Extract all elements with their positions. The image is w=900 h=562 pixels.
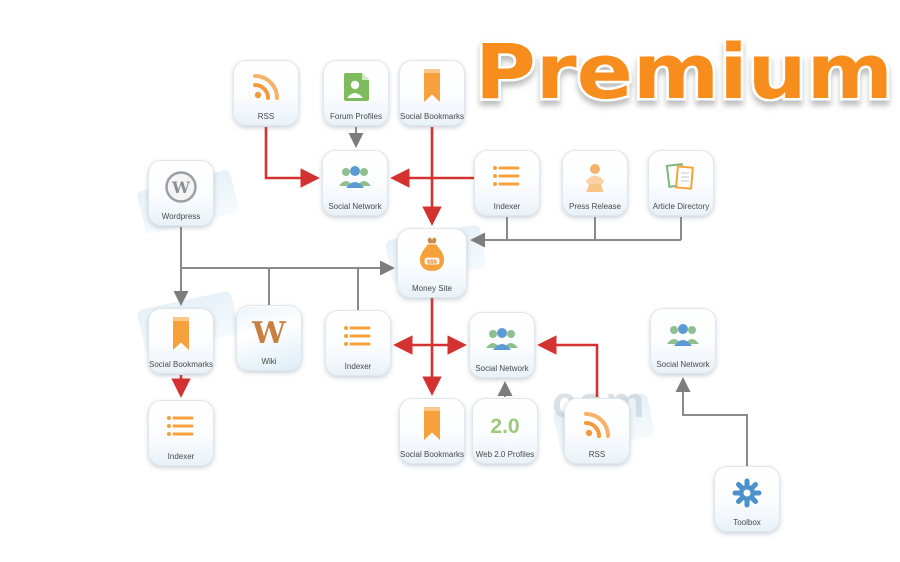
node-label: Press Release [568, 202, 622, 211]
node-label: Article Directory [652, 202, 710, 211]
node-toolbox: Toolbox [714, 466, 780, 532]
node-label: Social Bookmarks [148, 360, 214, 369]
node-label: Forum Profiles [329, 112, 382, 121]
node-social-bookmarks-top: Social Bookmarks [399, 60, 465, 126]
gear-icon [715, 472, 779, 514]
rss-icon [234, 66, 298, 108]
node-web20-profiles: 2.0 Web 2.0 Profiles [472, 398, 538, 464]
svg-text:W: W [251, 316, 287, 349]
node-label: Wiki [261, 357, 277, 366]
node-label: Social Network [656, 360, 710, 369]
people-group-icon [470, 318, 534, 360]
rss-icon [565, 404, 629, 446]
node-label: Social Network [328, 202, 382, 211]
wiki-w-icon: W [237, 311, 301, 353]
node-label: Web 2.0 Profiles [475, 450, 535, 459]
node-label: Wordpress [161, 212, 201, 221]
svg-text:W: W [171, 178, 191, 197]
people-group-icon [651, 314, 715, 356]
node-money-site: $$$ Money Site [397, 228, 467, 298]
stacked-pages-icon [649, 156, 713, 198]
premium-title-text: Premium [475, 27, 893, 116]
node-label: Social Bookmarks [399, 112, 465, 121]
bookmark-icon [400, 66, 464, 108]
bookmark-icon [149, 314, 213, 356]
node-social-network-top: Social Network [322, 150, 388, 216]
node-press-release: Press Release [562, 150, 628, 216]
list-lines-icon [326, 316, 390, 358]
node-rss-bottom: RSS [564, 398, 630, 464]
node-indexer-bottom: Indexer [148, 400, 214, 466]
list-lines-icon [149, 406, 213, 448]
node-label: Indexer [344, 362, 372, 371]
node-label: Indexer [167, 452, 195, 461]
node-label: Indexer [493, 202, 521, 211]
svg-text:2.0: 2.0 [490, 415, 519, 438]
node-label: Social Network [475, 364, 529, 373]
wordpress-icon: W [149, 166, 213, 208]
node-label: Social Bookmarks [399, 450, 465, 459]
svg-text:$$$: $$$ [427, 259, 437, 265]
node-wordpress: W Wordpress [148, 160, 214, 226]
node-social-network-right: Social Network [650, 308, 716, 374]
node-rss-top: RSS [233, 60, 299, 126]
node-wiki: W Wiki [236, 305, 302, 371]
node-indexer-mid: Indexer [325, 310, 391, 376]
people-group-icon [323, 156, 387, 198]
money-bag-icon: $$$ [398, 234, 466, 276]
forum-profiles-icon [324, 66, 388, 108]
node-label: RSS [588, 450, 606, 459]
web20-icon: 2.0 [473, 404, 537, 446]
node-social-bookmarks-mid: Social Bookmarks [148, 308, 214, 374]
node-indexer-top: Indexer [474, 150, 540, 216]
node-forum-profiles: Forum Profiles [323, 60, 389, 126]
premium-headline: Premium [473, 25, 896, 119]
bookmark-icon [400, 404, 464, 446]
node-label: Money Site [411, 284, 453, 293]
node-label: RSS [257, 112, 275, 121]
node-article-directory: Article Directory [648, 150, 714, 216]
node-social-network-mid: Social Network [469, 312, 535, 378]
node-social-bookmarks-bottom: Social Bookmarks [399, 398, 465, 464]
node-label: Toolbox [733, 518, 761, 527]
list-lines-icon [475, 156, 539, 198]
speaker-bust-icon [563, 156, 627, 198]
